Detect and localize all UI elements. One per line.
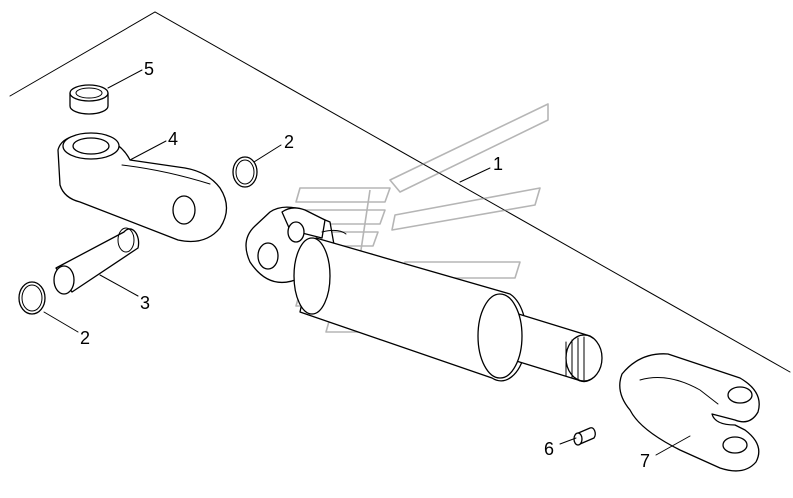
callout-5: 5 <box>144 59 154 79</box>
fitting-part <box>573 427 596 446</box>
panel-outline <box>9 11 791 373</box>
leader-lines <box>43 69 691 456</box>
callout-2-upper: 2 <box>284 132 294 152</box>
callout-7: 7 <box>640 451 650 471</box>
callout-1: 1 <box>493 154 503 174</box>
callout-4: 4 <box>168 129 178 149</box>
callout-6: 6 <box>544 439 554 459</box>
pin-part <box>53 227 140 295</box>
arm-part <box>57 132 228 243</box>
bushing-part <box>69 84 109 115</box>
snap-ring-lower-part <box>18 281 46 315</box>
snap-ring-upper-part <box>232 156 258 188</box>
cylinder-part <box>245 206 603 383</box>
callout-2-lower: 2 <box>80 328 90 348</box>
clevis-part <box>619 353 760 472</box>
callout-3: 3 <box>140 293 150 313</box>
